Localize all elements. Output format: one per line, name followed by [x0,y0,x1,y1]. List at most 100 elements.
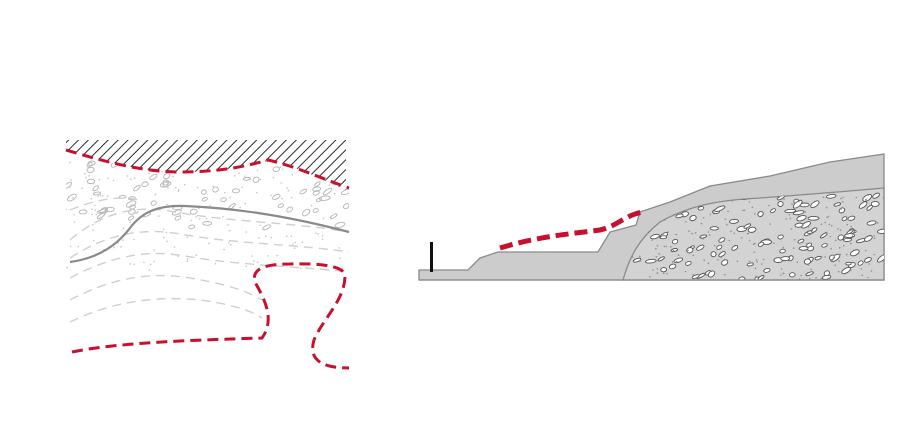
grain-dot [69,186,71,188]
grain-dot [820,277,822,280]
pebble [86,178,96,185]
pebble [686,247,694,254]
grain-dot [315,232,317,234]
grain-dot [793,201,795,204]
grain-dot [712,211,715,213]
grain-dot [834,264,837,267]
pebble [96,211,107,220]
grain-dot [624,221,626,223]
grain-dot [782,246,785,249]
pebble [718,251,726,258]
grain-dot [92,239,95,242]
grain-dot [166,240,168,243]
pebble [805,271,814,277]
grain-dot [209,204,212,207]
grain-dot [239,206,241,209]
grain-dot [748,239,751,242]
grain-dot [281,168,284,170]
grain-dot [92,182,95,185]
grain-dot [820,223,823,226]
pebble [685,260,692,266]
pebble [133,184,141,192]
pebble [833,202,842,207]
grain-dot [746,232,749,235]
pebble [820,232,828,239]
grain-dot [279,166,282,169]
grain-dot [663,245,666,248]
grain-dot [244,175,246,177]
grain-dot [88,175,90,177]
grain-dot [692,254,695,257]
grain-dot [662,233,664,235]
pebble [857,260,864,266]
pebble [792,199,803,209]
grain-dot [154,193,157,196]
grain-dot [73,213,75,216]
pebble [272,166,281,172]
pebble [659,235,668,240]
grain-dot [840,197,842,200]
pebble [299,188,308,195]
grain-dot [677,254,680,256]
grain-dot [290,196,293,199]
pebble [318,195,331,201]
grain-dot [286,235,288,237]
grain-dot [657,199,660,201]
grain-dot [753,213,756,215]
strata-lines [69,197,349,323]
grain-dot [148,172,150,175]
pebble [721,259,729,266]
grain-dot [663,197,666,199]
pebble [163,172,171,180]
grain-dot [228,241,230,244]
grain-dot [172,175,174,178]
grain-dot [748,260,751,263]
pebble [763,267,771,273]
grain-dot [782,272,784,275]
pebble [814,255,822,261]
grain-dot [280,182,283,184]
grain-dot [328,184,331,186]
grain-dot [251,255,253,257]
pebble [302,208,311,217]
pebble [863,235,873,242]
grain-dot [148,269,151,271]
grain-dot [233,175,236,177]
pebble [67,193,77,202]
grain-dot [730,230,732,233]
pebble [691,274,700,280]
pebble [86,161,93,168]
red-dashed-boundary-upper [65,148,350,190]
pebble [86,166,95,173]
pebble [343,203,349,210]
grain-dot [773,259,775,262]
grain-dot [865,198,867,201]
grain-dot [245,265,248,268]
red-dashed-boundary [499,209,645,251]
pebble [277,203,285,208]
pebble [242,176,251,181]
grain-dot [208,242,210,245]
grain-dot [809,278,811,280]
grain-dot [205,217,208,220]
grain-dot [245,231,248,233]
grain-dot [847,218,849,221]
pebble [798,246,809,251]
grain-dot [655,255,658,258]
grain-dot [684,270,687,273]
grain-dot [113,246,115,249]
grain-dot [662,272,665,275]
pebble [843,237,852,242]
grain-dot [800,274,802,277]
pebble [789,272,796,278]
pebble [149,173,158,181]
grain-dot [341,267,344,270]
pebble [841,266,851,275]
grain-dot [731,200,734,202]
grain-dot [167,186,169,189]
grain-dot [94,204,96,207]
grain-dot [293,247,296,249]
pebble [777,201,784,207]
pebble [870,200,880,207]
pebble [757,241,765,247]
